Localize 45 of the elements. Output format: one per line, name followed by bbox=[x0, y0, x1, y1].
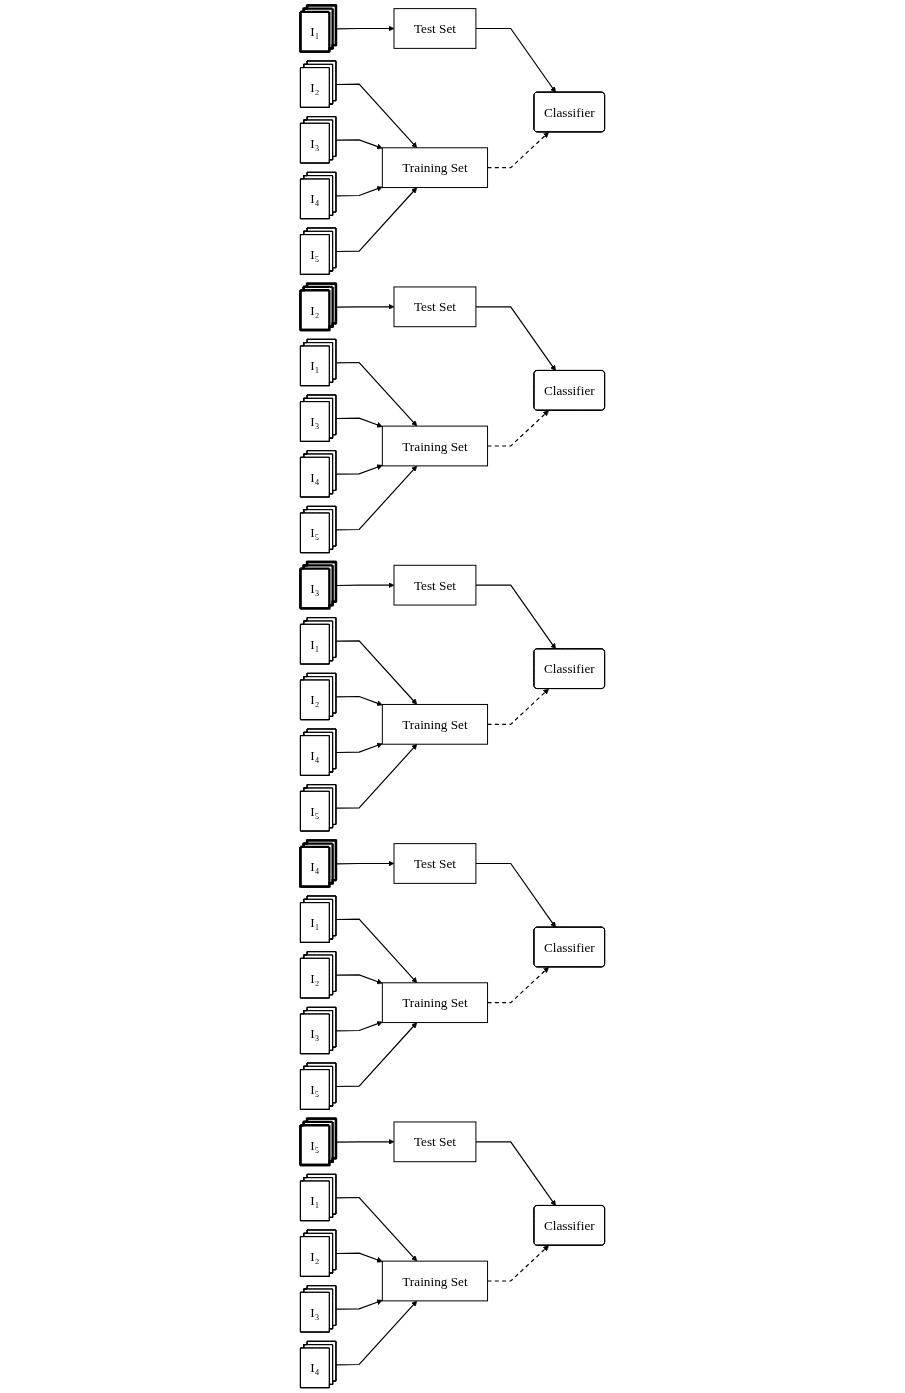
arrow bbox=[335, 1021, 383, 1032]
arrow bbox=[475, 862, 556, 928]
arrow bbox=[335, 582, 395, 589]
node-box: Test Set bbox=[393, 286, 477, 328]
node-box: Test Set bbox=[393, 1121, 477, 1163]
arrow bbox=[335, 139, 383, 150]
arrow bbox=[335, 361, 418, 427]
arrow bbox=[335, 1252, 383, 1263]
arrow bbox=[335, 918, 418, 984]
arrow bbox=[335, 742, 383, 754]
arrow bbox=[335, 1299, 383, 1310]
node-box: Training Set bbox=[381, 703, 489, 745]
arrow bbox=[335, 640, 418, 705]
arrow bbox=[486, 410, 549, 447]
arrow bbox=[335, 187, 418, 253]
arrow bbox=[335, 1138, 395, 1145]
arrow bbox=[475, 1141, 556, 1207]
arrow bbox=[335, 303, 395, 310]
arrow bbox=[335, 1022, 418, 1088]
arrow bbox=[335, 465, 418, 531]
arrow bbox=[335, 25, 395, 32]
arrow bbox=[335, 83, 418, 149]
arrow bbox=[486, 1245, 549, 1282]
arrow bbox=[335, 464, 383, 475]
node-box: Test Set bbox=[393, 8, 477, 49]
arrow bbox=[335, 743, 418, 809]
arrow bbox=[486, 131, 549, 169]
arrow bbox=[486, 966, 549, 1004]
arrow bbox=[335, 695, 383, 706]
node-box: Test Set bbox=[393, 564, 477, 606]
node-box: Training Set bbox=[381, 1260, 489, 1302]
node-box: Training Set bbox=[381, 425, 489, 467]
node-box: Training Set bbox=[381, 982, 489, 1024]
node-box: Test Set bbox=[393, 843, 477, 884]
arrow bbox=[475, 27, 556, 93]
node-box: Training Set bbox=[381, 147, 489, 189]
arrow bbox=[335, 974, 383, 985]
arrow bbox=[335, 186, 383, 197]
arrow bbox=[475, 584, 556, 650]
arrow bbox=[335, 1300, 418, 1366]
arrow bbox=[475, 306, 556, 372]
arrow bbox=[335, 417, 383, 428]
arrow bbox=[335, 860, 395, 867]
arrow bbox=[486, 688, 549, 725]
arrow bbox=[335, 1196, 418, 1262]
